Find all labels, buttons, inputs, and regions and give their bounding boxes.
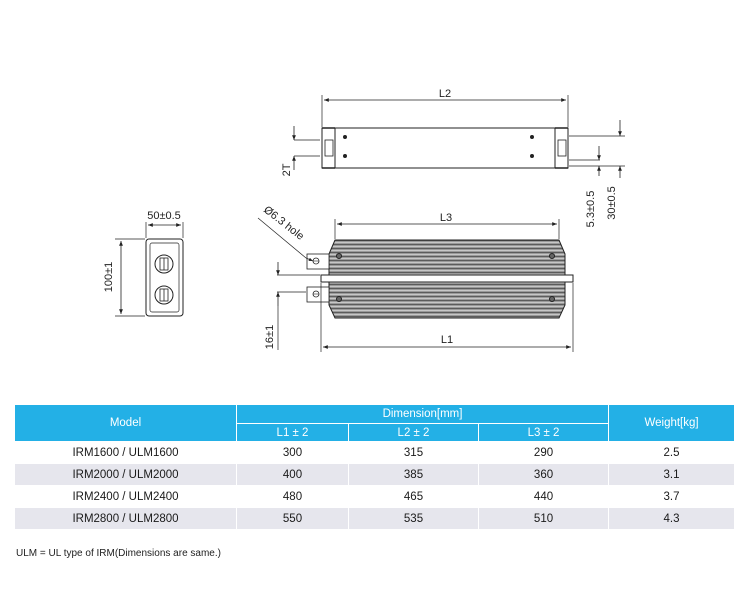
dim-label-5-3: 5.3±0.5 xyxy=(585,191,597,228)
dim-label-16: 16±1 xyxy=(264,325,276,349)
header-l1: L1 ± 2 xyxy=(236,423,349,442)
header-weight: Weight[kg] xyxy=(608,404,736,442)
dimension-table: Model Dimension[mm] Weight[kg] L1 ± 2 L2… xyxy=(14,404,736,530)
cell-l2: 315 xyxy=(348,441,479,464)
cell-l1: 400 xyxy=(236,463,349,486)
dim-label-l2: L2 xyxy=(439,88,451,100)
dim-label-hole: Ø6.3 hole xyxy=(261,204,306,243)
table-row: IRM2400 / ULM2400 480 465 440 3.7 xyxy=(14,485,736,508)
cell-l3: 290 xyxy=(477,441,610,464)
front-view xyxy=(257,217,574,352)
dim-label-30: 30±0.5 xyxy=(606,186,618,220)
dim-label-width: 50±0.5 xyxy=(147,210,181,222)
technical-drawing: L2 L3 L1 50±0.5 100±1 Ø6.3 hole 2T 5.3±0… xyxy=(103,88,625,352)
cell-l1: 550 xyxy=(236,507,349,530)
table-row: IRM2000 / ULM2000 400 385 360 3.1 xyxy=(14,463,736,486)
header-dimension: Dimension[mm] xyxy=(235,404,610,424)
cell-l3: 440 xyxy=(477,485,610,508)
dim-label-thickness: 2T xyxy=(281,163,293,176)
cell-l2: 465 xyxy=(348,485,479,508)
cell-l2: 385 xyxy=(348,463,479,486)
dim-label-height: 100±1 xyxy=(103,262,115,293)
side-view xyxy=(115,222,184,317)
cell-model: IRM2400 / ULM2400 xyxy=(14,485,237,508)
header-l2: L2 ± 2 xyxy=(348,423,479,442)
cell-l1: 300 xyxy=(236,441,349,464)
header-model: Model xyxy=(14,404,237,442)
cell-l3: 510 xyxy=(477,507,610,530)
header-l3: L3 ± 2 xyxy=(477,423,610,442)
dim-label-l1: L1 xyxy=(441,334,453,346)
dim-label-l3: L3 xyxy=(440,212,452,224)
cell-l3: 360 xyxy=(477,463,610,486)
table-row: IRM2800 / ULM2800 550 535 510 4.3 xyxy=(14,507,736,530)
cell-weight: 3.7 xyxy=(608,485,736,508)
cell-model: IRM2000 / ULM2000 xyxy=(14,463,237,486)
cell-model: IRM1600 / ULM1600 xyxy=(14,441,237,464)
cell-weight: 4.3 xyxy=(608,507,736,530)
cell-l1: 480 xyxy=(236,485,349,508)
footnote: ULM = UL type of IRM(Dimensions are same… xyxy=(16,548,221,559)
cell-model: IRM2800 / ULM2800 xyxy=(14,507,237,530)
cell-weight: 3.1 xyxy=(608,463,736,486)
cell-l2: 535 xyxy=(348,507,479,530)
cell-weight: 2.5 xyxy=(608,441,736,464)
table-row: IRM1600 / ULM1600 300 315 290 2.5 xyxy=(14,441,736,464)
top-view xyxy=(292,95,625,178)
